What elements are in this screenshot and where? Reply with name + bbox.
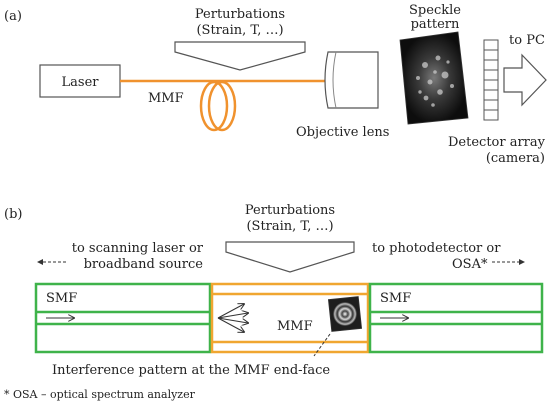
smf-left-box: [34, 282, 212, 354]
panel-a-tag: (a): [4, 9, 22, 24]
detector-line2: (camera): [486, 151, 545, 166]
panel-b-tag: (b): [4, 207, 22, 222]
laser-box: [39, 64, 121, 98]
speckle-grains: [416, 55, 454, 107]
fiber-coil: [199, 80, 237, 132]
mmf-box: [210, 282, 370, 354]
speckle-line1: Speckle: [409, 3, 461, 18]
detector-line1: Detector array: [448, 135, 546, 150]
interference-caption: Interference pattern at the MMF end-face: [52, 363, 330, 378]
smf-right-box: [368, 282, 544, 354]
interference-pointer: [313, 333, 331, 357]
panel-a: (a) Laser MMF Perturbations (Strain, T, …: [4, 3, 547, 166]
mmf-label-b: MMF: [277, 319, 313, 334]
right-dir-line2: OSA*: [452, 257, 488, 272]
perturb-a-line2: (Strain, T, …): [196, 23, 283, 38]
speckle-pattern-image: [399, 31, 469, 125]
perturb-a-arrow: [174, 41, 306, 71]
footnote: * OSA – optical spectrum analyzer: [4, 388, 196, 401]
detector-array: [483, 39, 499, 121]
right-dir-line1: to photodetector or: [372, 241, 501, 256]
smf-left-label: SMF: [46, 291, 77, 306]
panel-b: (b) Perturbations (Strain, T, …) to scan…: [4, 203, 544, 401]
objective-label: Objective lens: [296, 125, 389, 140]
mmf-label-a: MMF: [148, 91, 184, 106]
perturb-b-line1: Perturbations: [245, 203, 335, 218]
perturb-a-line1: Perturbations: [195, 7, 285, 22]
left-dir-line1: to scanning laser or: [72, 241, 204, 256]
left-dir-line2: broadband source: [84, 257, 204, 272]
objective-lens: [324, 51, 379, 109]
to-pc-label: to PC: [509, 33, 545, 48]
speckle-line2: pattern: [411, 17, 460, 32]
to-pc-arrow: [503, 53, 547, 107]
smf-right-label: SMF: [380, 291, 411, 306]
perturb-b-line2: (Strain, T, …): [246, 219, 333, 234]
laser-label: Laser: [62, 75, 100, 90]
mmf-rays: [217, 304, 248, 332]
perturb-b-arrow: [225, 241, 355, 273]
